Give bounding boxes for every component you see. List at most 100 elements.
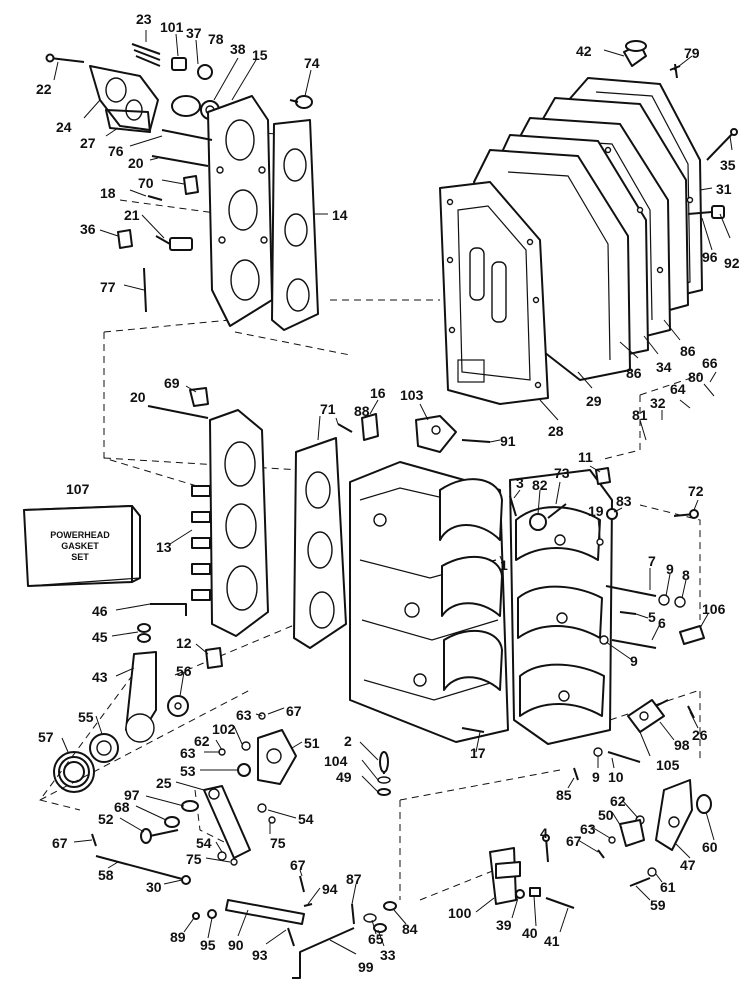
callout-52: 52: [98, 811, 114, 827]
leader-lines: [53, 30, 733, 955]
gasket-71: [293, 437, 347, 649]
callout-99: 99: [358, 959, 374, 975]
callout-31: 31: [716, 181, 732, 197]
callout-42: 42: [576, 43, 592, 59]
callout-100: 100: [448, 905, 472, 921]
callout-54a: 54: [298, 811, 314, 827]
callout-20a: 20: [128, 155, 144, 171]
callout-55: 55: [78, 709, 94, 725]
callout-85: 85: [556, 787, 572, 803]
callout-9c: 9: [592, 769, 600, 785]
callout-46: 46: [92, 603, 108, 619]
callout-104: 104: [324, 753, 348, 769]
cylinder-block: [337, 413, 509, 743]
callout-71: 71: [320, 401, 336, 417]
callout-95: 95: [200, 937, 216, 953]
callout-101: 101: [160, 19, 184, 35]
callout-2: 2: [344, 733, 352, 749]
callout-13: 13: [156, 539, 172, 555]
callout-66: 66: [702, 355, 718, 371]
callout-74: 74: [304, 55, 320, 71]
callout-77: 77: [100, 279, 116, 295]
callout-18: 18: [100, 185, 116, 201]
callout-19: 19: [588, 503, 604, 519]
callout-65: 65: [368, 931, 384, 947]
callout-32: 32: [650, 395, 666, 411]
callout-30: 30: [146, 879, 162, 895]
callout-56: 56: [176, 663, 192, 679]
callout-10: 10: [608, 769, 624, 785]
callout-29: 29: [586, 393, 602, 409]
callout-75b: 75: [186, 851, 202, 867]
callout-76: 76: [108, 143, 124, 159]
callout-16: 16: [370, 385, 386, 401]
callout-84: 84: [402, 921, 418, 937]
callout-36: 36: [80, 221, 96, 237]
callout-82: 82: [532, 477, 548, 493]
callout-28: 28: [548, 423, 564, 439]
callout-105: 105: [656, 757, 680, 773]
callout-103: 103: [400, 387, 424, 403]
callout-14: 14: [332, 207, 348, 223]
callout-91: 91: [500, 433, 516, 449]
callout-50: 50: [598, 807, 614, 823]
callout-6: 6: [658, 615, 666, 631]
callout-63c: 63: [580, 821, 596, 837]
callout-79: 79: [684, 45, 700, 61]
callout-67b: 67: [52, 835, 68, 851]
callout-53: 53: [180, 763, 196, 779]
callout-8: 8: [682, 567, 690, 583]
callout-93: 93: [252, 947, 268, 963]
callout-94: 94: [322, 881, 338, 897]
callout-102: 102: [212, 721, 236, 737]
callout-58: 58: [98, 867, 114, 883]
callout-23: 23: [136, 11, 152, 27]
lower-right-linkage: [292, 699, 712, 979]
callout-12: 12: [176, 635, 192, 651]
callout-89: 89: [170, 929, 186, 945]
callout-11: 11: [578, 449, 593, 465]
callout-63a: 63: [236, 707, 252, 723]
callout-69: 69: [164, 375, 180, 391]
callout-90: 90: [228, 937, 244, 953]
callout-64: 64: [670, 381, 686, 397]
lower-left-linkage: [53, 603, 313, 947]
callout-3: 3: [516, 475, 524, 491]
callout-70: 70: [138, 175, 154, 191]
gasket-set-box: POWERHEAD GASKET SET: [23, 505, 141, 587]
cylinder-head-assembly: [45, 43, 319, 331]
crankcase-half: [377, 467, 705, 796]
callout-43: 43: [92, 669, 108, 685]
callout-97: 97: [124, 787, 140, 803]
callout-7: 7: [648, 553, 656, 569]
callout-75a: 75: [270, 835, 286, 851]
callout-62b: 62: [610, 793, 626, 809]
callout-72: 72: [688, 483, 704, 499]
callout-27: 27: [80, 135, 96, 151]
callout-22: 22: [36, 81, 52, 97]
callout-26: 26: [692, 727, 708, 743]
callout-37: 37: [186, 25, 202, 41]
callout-59: 59: [650, 897, 666, 913]
callout-98: 98: [674, 737, 690, 753]
callout-68: 68: [114, 799, 130, 815]
callout-61: 61: [660, 879, 676, 895]
callout-92: 92: [724, 255, 740, 271]
callout-41: 41: [544, 933, 560, 949]
callout-60: 60: [702, 839, 718, 855]
callout-67c: 67: [566, 833, 582, 849]
callout-67d: 67: [290, 857, 306, 873]
callout-47: 47: [680, 857, 696, 873]
callout-78: 78: [208, 31, 224, 47]
callout-54b: 54: [196, 835, 212, 851]
callout-15: 15: [252, 47, 268, 63]
kit-box-line1: POWERHEAD: [50, 530, 110, 540]
callout-1: 1: [500, 557, 508, 573]
callout-9b: 9: [630, 653, 638, 669]
callout-86a: 86: [680, 343, 696, 359]
callout-86b: 86: [626, 365, 642, 381]
callout-17: 17: [470, 745, 486, 761]
callout-73: 73: [554, 465, 570, 481]
head-cover-13: [147, 387, 269, 637]
